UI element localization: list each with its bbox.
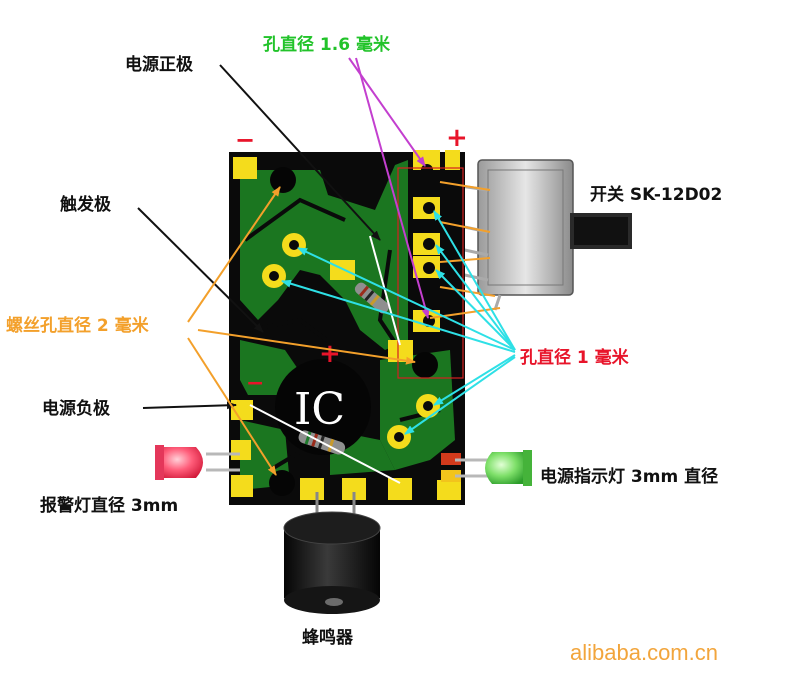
label-buzzer: 蜂鸣器 — [302, 627, 354, 648]
ic-label: IC — [294, 384, 345, 435]
arrows-hole-16 — [348, 57, 430, 319]
power-led — [455, 450, 532, 486]
arrow-power-positive — [219, 64, 381, 241]
arrow-trigger — [137, 207, 264, 333]
resistor-1 — [354, 282, 390, 314]
slide-switch — [459, 159, 632, 311]
arrows-screw-hole — [187, 181, 501, 476]
arrow-power-negative — [142, 401, 237, 410]
plus-mid-sign: + — [319, 339, 341, 369]
label-power-positive: 电源正极 — [125, 54, 193, 75]
label-screw-hole: 螺丝孔直径 2 毫米 — [6, 315, 150, 336]
label-power-led: 电源指示灯 3mm 直径 — [540, 466, 718, 487]
label-hole-1: 孔直径 1 毫米 — [520, 347, 630, 368]
watermark: alibaba.com.cn — [570, 640, 718, 665]
minus-mid-sign: − — [246, 371, 264, 396]
label-alarm-led: 报警灯直径 3mm — [40, 495, 178, 516]
alarm-led — [155, 445, 240, 480]
minus-top-sign: − — [235, 126, 255, 154]
label-power-negative: 电源负极 — [42, 398, 110, 419]
label-switch: 开关 SK-12D02 — [590, 184, 722, 205]
label-hole-16: 孔直径 1.6 毫米 — [263, 34, 391, 55]
label-trigger: 触发极 — [59, 194, 111, 215]
arrows-hole-1 — [281, 210, 516, 435]
plus-top-sign: + — [446, 123, 468, 153]
buzzer — [283, 492, 381, 614]
arrows-white — [249, 235, 401, 484]
pcb-board — [229, 150, 465, 505]
